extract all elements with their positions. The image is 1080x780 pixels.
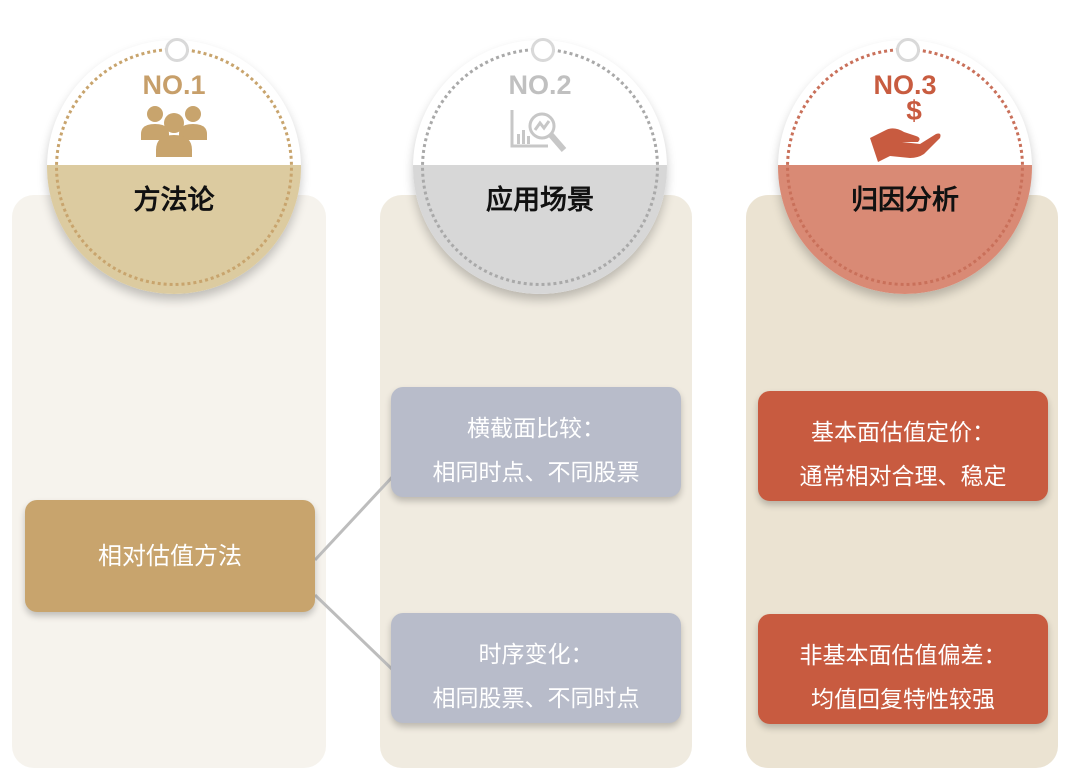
scenario-title: 横截面比较： bbox=[467, 416, 605, 442]
badge-attribution: NO.3 $ 归因分析 bbox=[778, 40, 1032, 294]
magnifier-chart-icon bbox=[510, 110, 567, 152]
badge-number: NO.1 bbox=[142, 70, 206, 100]
attribution-title: 基本面估值定价： bbox=[811, 420, 995, 446]
connector-line-upper bbox=[313, 472, 397, 562]
badge-hang-hole bbox=[165, 38, 189, 62]
svg-text:$: $ bbox=[906, 96, 922, 126]
scenario-detail: 相同股票、不同时点 bbox=[432, 686, 640, 712]
badge-hang-hole bbox=[531, 38, 555, 62]
badge-number: NO.3 bbox=[873, 70, 937, 100]
badge-heading: 应用场景 bbox=[486, 185, 594, 216]
people-icon bbox=[141, 106, 207, 157]
scenario-box-time-series: 时序变化： 相同股票、不同时点 bbox=[391, 613, 681, 723]
scenario-box-cross-section: 横截面比较： 相同时点、不同股票 bbox=[391, 387, 681, 497]
badge-heading: 归因分析 bbox=[851, 185, 959, 216]
scenario-detail: 相同时点、不同股票 bbox=[432, 460, 640, 486]
connector-line-lower bbox=[313, 593, 397, 674]
attribution-box-fundamental: 基本面估值定价： 通常相对合理、稳定 bbox=[758, 391, 1048, 501]
badge-methodology: NO.1 方法论 bbox=[47, 40, 301, 294]
badge-scenarios: NO.2 应用场景 bbox=[413, 40, 667, 294]
hand-money-icon: $ bbox=[870, 96, 941, 162]
attribution-box-non-fundamental: 非基本面估值偏差： 均值回复特性较强 bbox=[758, 614, 1048, 724]
attribution-detail: 通常相对合理、稳定 bbox=[799, 464, 1007, 490]
attribution-detail: 均值回复特性较强 bbox=[811, 687, 995, 713]
scenario-title: 时序变化： bbox=[478, 642, 594, 668]
relative-valuation-box: 相对估值方法 bbox=[25, 500, 315, 612]
attribution-title: 非基本面估值偏差： bbox=[799, 643, 1007, 669]
badge-heading: 方法论 bbox=[133, 185, 215, 216]
badge-number: NO.2 bbox=[508, 70, 572, 100]
badge-hang-hole bbox=[896, 38, 920, 62]
